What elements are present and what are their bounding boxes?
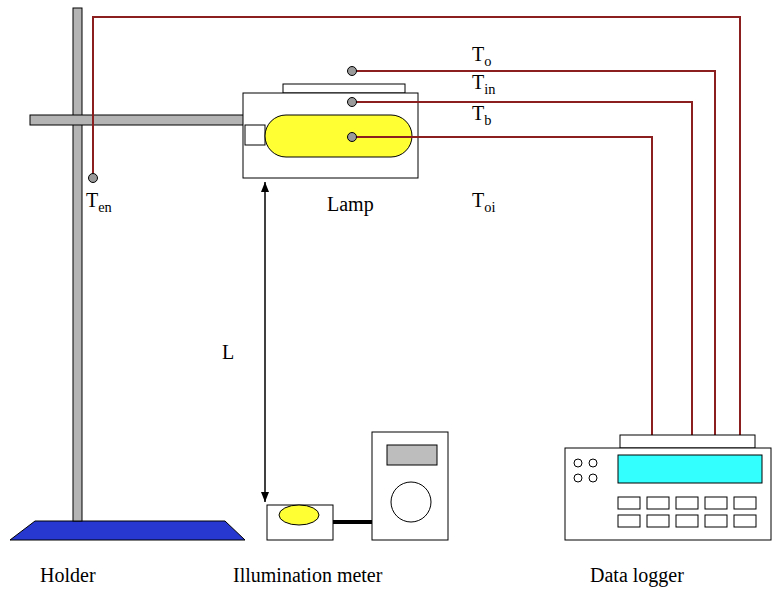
- temperature-label: Toi: [472, 188, 495, 216]
- logger-display: [618, 455, 762, 483]
- logger-button: [734, 497, 756, 509]
- wire: [352, 102, 692, 435]
- thermocouple-dot: [348, 133, 357, 142]
- thermocouple-dot: [348, 98, 357, 107]
- logger-button: [676, 497, 698, 509]
- temperature-label: Ten: [86, 188, 112, 216]
- lamp-top-plate: [283, 84, 405, 93]
- thermocouple-dot: [348, 67, 357, 76]
- meter-body: [372, 432, 448, 540]
- part-name: Data logger: [590, 563, 684, 587]
- meter-display: [387, 445, 437, 465]
- thermocouple-wires: [93, 17, 740, 435]
- holder-arm: [30, 115, 245, 125]
- temperature-label: Tin: [472, 70, 495, 98]
- sensor-base: [267, 505, 333, 540]
- logger-button: [618, 497, 640, 509]
- distance-arrow: [264, 182, 266, 502]
- dimension-label: L: [222, 340, 234, 364]
- wire: [352, 137, 652, 435]
- wire: [352, 71, 715, 435]
- holder-base: [10, 521, 245, 540]
- logger-button: [647, 497, 669, 509]
- logger-top: [620, 435, 755, 448]
- part-name: Illumination meter: [233, 563, 382, 587]
- logger-button: [705, 497, 727, 509]
- logger-button: [705, 515, 727, 527]
- logger-buttons: [618, 497, 756, 527]
- holder-pole: [73, 8, 82, 521]
- part-name: Holder: [40, 563, 96, 587]
- logger-body: [565, 448, 771, 540]
- logger-button: [734, 515, 756, 527]
- logger-button: [676, 515, 698, 527]
- lamp-housing: [243, 93, 418, 178]
- thermocouple-points: [89, 67, 357, 183]
- thermocouple-dot: [89, 174, 98, 183]
- meter-dial: [391, 482, 431, 522]
- logger-knobs: [574, 459, 597, 482]
- lamp-socket: [245, 125, 265, 145]
- logger-button: [647, 515, 669, 527]
- logger-button: [618, 515, 640, 527]
- temperature-label: Tb: [472, 101, 491, 129]
- temperature-label: To: [472, 42, 491, 70]
- sensor-cable: [333, 520, 372, 524]
- sensor-head: [279, 505, 319, 525]
- wire: [93, 17, 740, 435]
- part-name: Lamp: [327, 192, 374, 216]
